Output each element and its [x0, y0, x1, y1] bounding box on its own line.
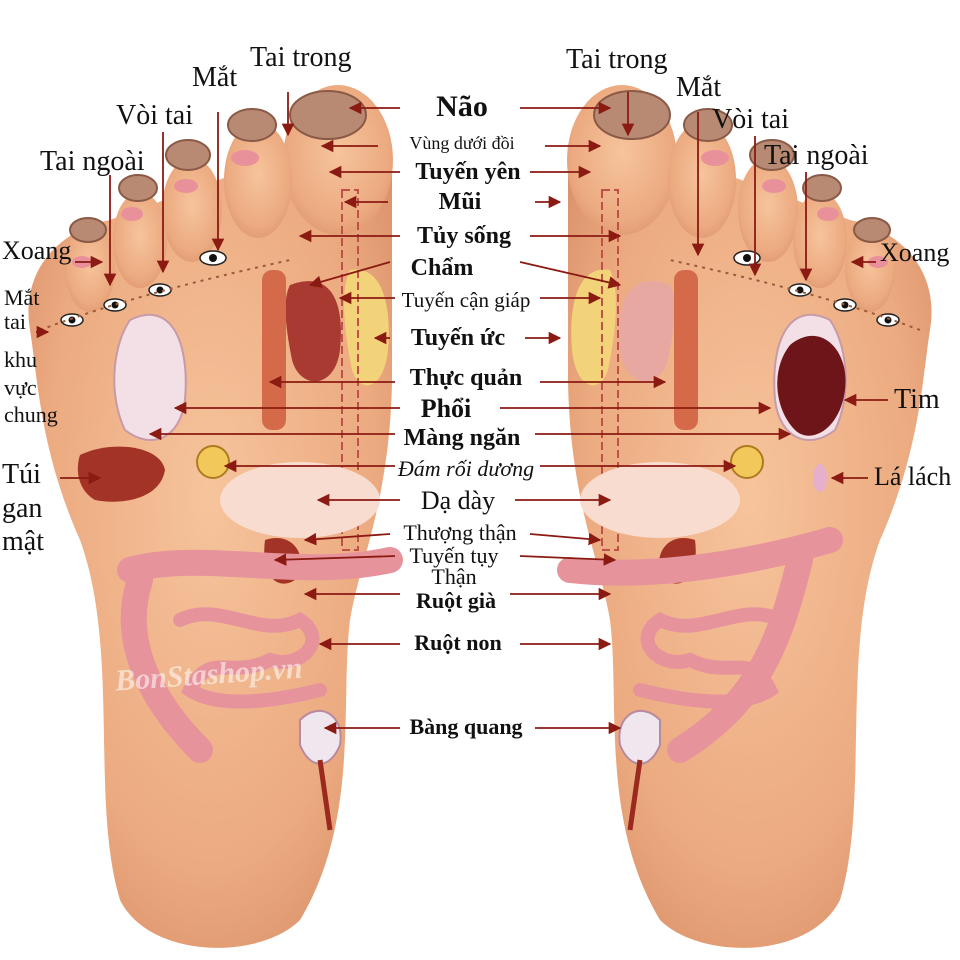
label-left-tai-ngoai: Tai ngoài — [40, 146, 145, 177]
label-tuyen-can-giap: Tuyến cận giáp — [401, 288, 531, 312]
label-left-khu-vuc-chung: khu vực chung — [4, 347, 58, 427]
ureter — [317, 759, 333, 831]
pointer-arrow — [519, 553, 617, 566]
sinus-spot — [868, 256, 888, 268]
pointer-arrow — [308, 261, 391, 288]
stomach-organ — [580, 462, 740, 538]
pointer-arrow — [303, 532, 391, 546]
parathyroid-organ — [619, 281, 675, 382]
label-ruot-gia: Ruột già — [415, 588, 497, 613]
brain-icon — [593, 90, 671, 140]
brain-icon — [69, 217, 107, 243]
sinus-spot — [231, 150, 259, 166]
ureter — [627, 759, 643, 831]
large-intestine — [557, 527, 843, 763]
label-tuyen-tuy: Tuyến tụy — [409, 543, 499, 568]
label-right-la-lach: Lá lách — [874, 462, 952, 491]
solar-plexus-icon — [730, 445, 764, 479]
label-left-mat: Mắt — [192, 62, 238, 93]
label-vung-duoi-doi: Vùng dưới đồi — [409, 133, 515, 153]
label-dam-roi-duong: Đám rối dương — [397, 456, 535, 481]
sinus-spot — [762, 179, 786, 193]
sinus-spot — [121, 207, 143, 221]
label-right-mat: Mắt — [676, 72, 722, 103]
pointer-arrows — [36, 92, 888, 735]
eye-icon — [876, 313, 900, 327]
spine — [341, 189, 359, 551]
label-tuyen-yen: Tuyến yên — [415, 159, 521, 185]
label-ruot-non: Ruột non — [414, 630, 502, 655]
brain-icon — [118, 174, 158, 202]
label-right-xoang: Xoang — [880, 238, 950, 267]
right-toe-3 — [738, 158, 798, 262]
small-intestine — [633, 607, 787, 709]
label-left-voi-tai: Vòi tai — [116, 100, 193, 131]
pointer-arrow — [529, 532, 602, 546]
brain-icon — [853, 217, 891, 243]
sinus-spot — [174, 179, 198, 193]
spleen-organ — [813, 464, 827, 492]
label-tuyen-uc: Tuyến ức — [410, 325, 506, 351]
brain-icon — [289, 90, 367, 140]
label-right-tai-trong: Tai trong — [566, 44, 668, 75]
label-than: Thận — [431, 564, 477, 589]
label-tuy-song: Tủy sống — [416, 223, 512, 249]
eye-icon — [833, 298, 857, 312]
bladder-organ — [299, 709, 342, 765]
sinus-spot — [701, 150, 729, 166]
brain-icon — [165, 139, 211, 171]
right-toe-4 — [793, 192, 847, 288]
label-right-tim: Tim — [894, 384, 940, 415]
label-left-xoang: Xoang — [2, 236, 72, 265]
lung-organ — [113, 313, 187, 441]
brain-icon — [802, 174, 842, 202]
stomach-organ — [220, 462, 380, 538]
label-right-tai-ngoai: Tai ngoài — [764, 140, 869, 171]
left-toe-5 — [65, 224, 115, 312]
label-da-day: Dạ dày — [420, 486, 496, 515]
esophagus-organ — [674, 270, 698, 430]
sinus-spot — [817, 207, 839, 221]
label-left-tui-gan-mat: Túi gan mật — [2, 459, 44, 558]
label-left-mat-tai: Mắt tai — [4, 285, 40, 335]
eye-icon — [60, 313, 84, 327]
pointer-arrow — [273, 553, 396, 566]
thyroid-organ — [285, 281, 341, 382]
left-foot — [28, 85, 403, 948]
right-toe-5 — [845, 224, 895, 312]
left-toe-4 — [113, 192, 167, 288]
eye-icon — [199, 250, 227, 266]
eye-icon — [148, 283, 172, 297]
spine — [601, 189, 619, 551]
eye-icon — [733, 250, 761, 266]
label-nao: Não — [436, 90, 488, 123]
left-toe-3 — [162, 158, 222, 262]
liver-organ — [77, 446, 165, 502]
bladder-organ — [618, 709, 661, 765]
label-mang-ngan: Màng ngăn — [403, 425, 521, 451]
heart-organ — [777, 335, 846, 436]
label-thuong-than: Thượng thận — [403, 520, 517, 545]
large-intestine — [117, 547, 403, 763]
label-cham: Chẩm — [410, 255, 474, 281]
eye-icon — [103, 298, 127, 312]
brain-icon — [227, 108, 277, 142]
solar-plexus-icon — [196, 445, 230, 479]
label-bang-quang: Bàng quang — [409, 714, 523, 739]
small-intestine — [173, 607, 327, 709]
brain-icon — [749, 139, 795, 171]
pointer-arrow — [519, 261, 622, 289]
esophagus-organ — [262, 270, 286, 430]
label-thuc-quan: Thực quản — [409, 365, 523, 391]
label-right-voi-tai: Vòi tai — [712, 104, 789, 135]
label-mui: Mũi — [438, 189, 482, 215]
label-left-tai-trong: Tai trong — [250, 42, 352, 73]
right-foot — [557, 85, 932, 948]
eye-icon — [788, 283, 812, 297]
label-phoi: Phổi — [420, 394, 472, 423]
brain-icon — [683, 108, 733, 142]
